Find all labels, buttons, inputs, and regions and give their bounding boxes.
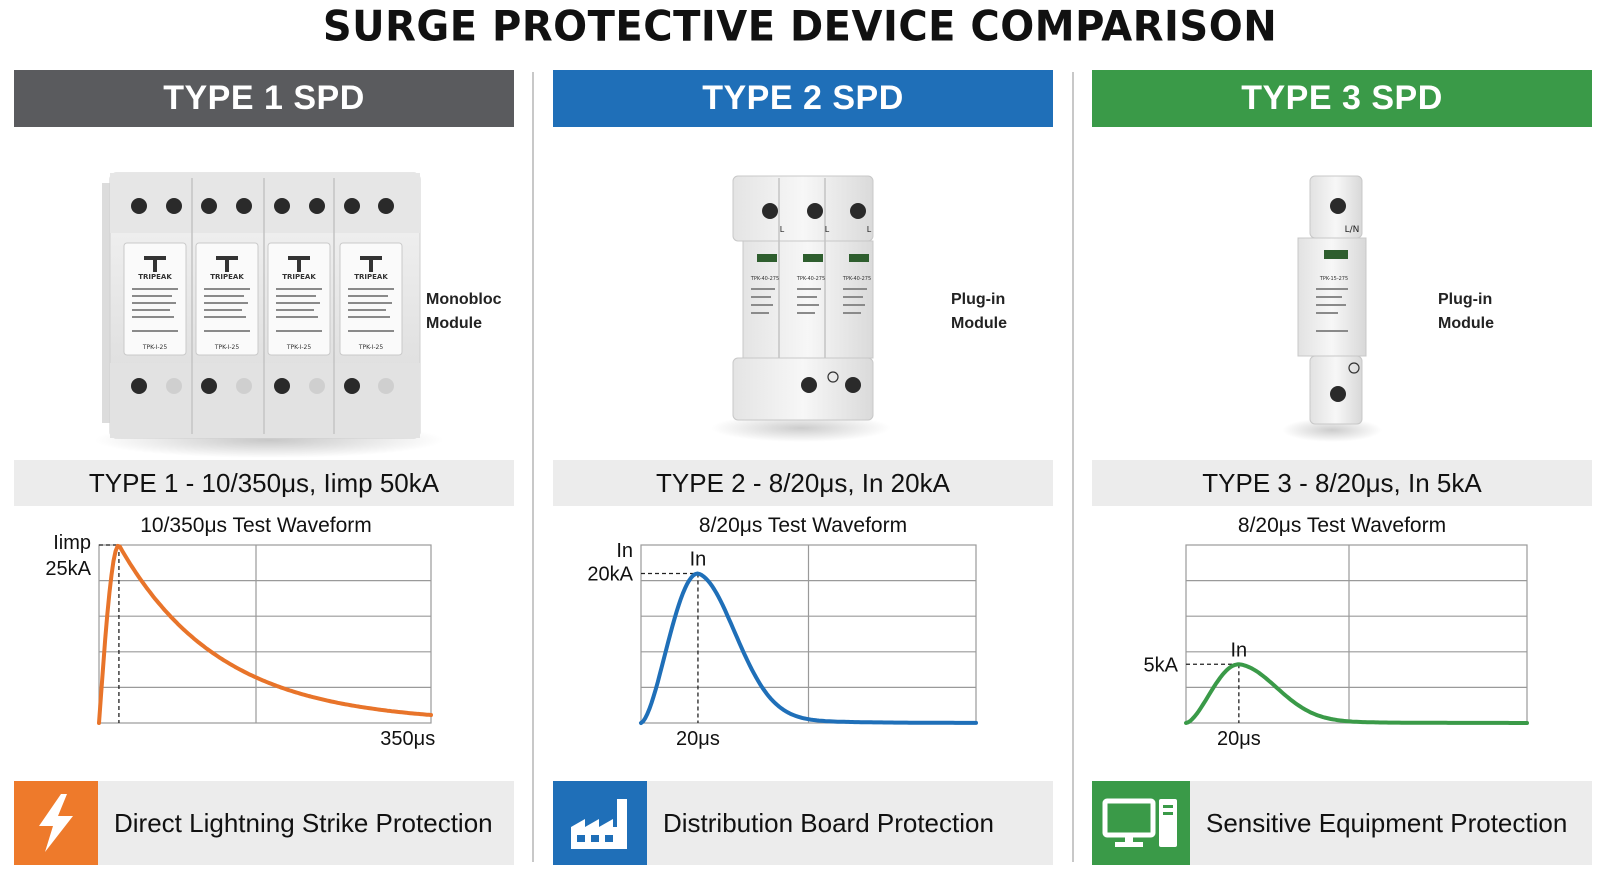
type3-module-label: Plug-in Module: [1438, 291, 1494, 332]
type3-footer-label: Sensitive Equipment Protection: [1206, 808, 1568, 838]
type3-terminal-label: L/N: [1345, 225, 1360, 235]
type3-device-area: L/N TPK-15-275 Plug-in Module: [1092, 138, 1592, 518]
type1-spec-bar: TYPE 1 - 10/350μs, Iimp 50kA: [14, 460, 514, 506]
type2-device-model: TPK-40-275: [750, 276, 779, 282]
type1-device-model: TPK-I-25: [142, 344, 168, 351]
type1-header: TYPE 1 SPD: [14, 70, 514, 127]
factory-icon: [553, 781, 647, 865]
type2-footer-label: Distribution Board Protection: [663, 808, 994, 838]
type1-device-brand: TRIPEAK: [138, 273, 172, 281]
type3-plugin-device-image: L/N TPK-15-275: [1282, 175, 1382, 442]
type1-waveform-chart: 10/350μs Test Waveform Iimp 25kA 350μs: [45, 514, 435, 750]
type1-waveform-curve: [97, 543, 433, 725]
type1-monobloc-device-image: TRIPEAK TRIPEAK TRIPEAK TRIPEAK TPK-I-25…: [94, 172, 444, 458]
type1-column: TYPE 1 SPD: [14, 70, 514, 870]
type1-device-model: TPK-I-25: [214, 344, 240, 351]
type1-waveform-title: 10/350μs Test Waveform: [140, 514, 372, 537]
type1-device-area: TRIPEAK TRIPEAK TRIPEAK TRIPEAK TPK-I-25…: [14, 138, 514, 518]
type2-peak-label: In: [690, 548, 707, 570]
type1-device-brand: TRIPEAK: [210, 273, 244, 281]
type1-x-label: 350μs: [380, 728, 435, 750]
type2-waveform-curve: [639, 571, 978, 725]
type3-spec-bar: TYPE 3 - 8/20μs, In 5kA: [1092, 460, 1592, 506]
type2-device-model: TPK-40-275: [796, 276, 825, 282]
type1-module-label: Monobloc Module: [426, 291, 502, 332]
type2-pole-mark: L: [867, 225, 872, 234]
type2-waveform-grid: [640, 544, 977, 724]
type2-device-area: L L L TPK-40-275 TPK-40-275 TPK-40-275 P…: [553, 138, 1053, 518]
type1-y-label: 25kA: [45, 558, 91, 580]
type3-footer-bar: Sensitive Equipment Protection: [1092, 781, 1592, 865]
type1-device-brand: TRIPEAK: [282, 273, 316, 281]
type3-column: TYPE 3 SPD L/N TPK-: [1092, 70, 1592, 870]
type3-waveform-chart: 8/20μs Test Waveform In 5kA 20μs: [1144, 514, 1529, 750]
type2-device-model: TPK-40-275: [842, 276, 871, 282]
type2-waveform-title: 8/20μs Test Waveform: [699, 514, 907, 537]
type1-waveform-grid: [98, 544, 432, 724]
type2-plugin-device-image: L L L TPK-40-275 TPK-40-275 TPK-40-275: [711, 175, 891, 442]
type2-x-label: 20μs: [676, 728, 720, 750]
page-title: SURGE PROTECTIVE DEVICE COMPARISON: [322, 2, 1278, 52]
type1-device-model: TPK-I-25: [358, 344, 384, 351]
type1-peak-label: Iimp: [53, 532, 91, 554]
type3-header: TYPE 3 SPD: [1092, 70, 1592, 127]
computer-icon: [1092, 781, 1190, 865]
type2-corner-label: In: [616, 540, 633, 562]
column-divider-1: [532, 72, 534, 862]
type2-pole-mark: L: [780, 225, 785, 234]
type3-device-model: TPK-15-275: [1319, 276, 1348, 282]
type3-x-label: 20μs: [1217, 728, 1261, 750]
type2-header: TYPE 2 SPD: [553, 70, 1053, 127]
type2-y-label: 20kA: [587, 563, 633, 585]
type3-waveform-curve: [1184, 662, 1529, 725]
type2-column: TYPE 2 SPD: [553, 70, 1053, 870]
type3-y-label: 5kA: [1144, 654, 1179, 676]
type2-waveform-chart: 8/20μs Test Waveform In In 20kA 20μs: [587, 514, 978, 750]
type2-module-label: Plug-in Module: [951, 291, 1007, 332]
type1-footer-label: Direct Lightning Strike Protection: [114, 808, 493, 838]
type3-peak-label: In: [1231, 639, 1248, 661]
type1-footer-bar: Direct Lightning Strike Protection: [14, 781, 514, 865]
column-divider-2: [1072, 72, 1074, 862]
type3-waveform-title: 8/20μs Test Waveform: [1238, 514, 1446, 537]
type3-waveform-grid: [1185, 544, 1528, 724]
type2-pole-mark: L: [825, 225, 830, 234]
type1-device-brand: TRIPEAK: [354, 273, 388, 281]
lightning-bolt-icon: [14, 781, 98, 865]
type1-device-model: TPK-I-25: [286, 344, 312, 351]
type2-spec-bar: TYPE 2 - 8/20μs, In 20kA: [553, 460, 1053, 506]
type2-footer-bar: Distribution Board Protection: [553, 781, 1053, 865]
